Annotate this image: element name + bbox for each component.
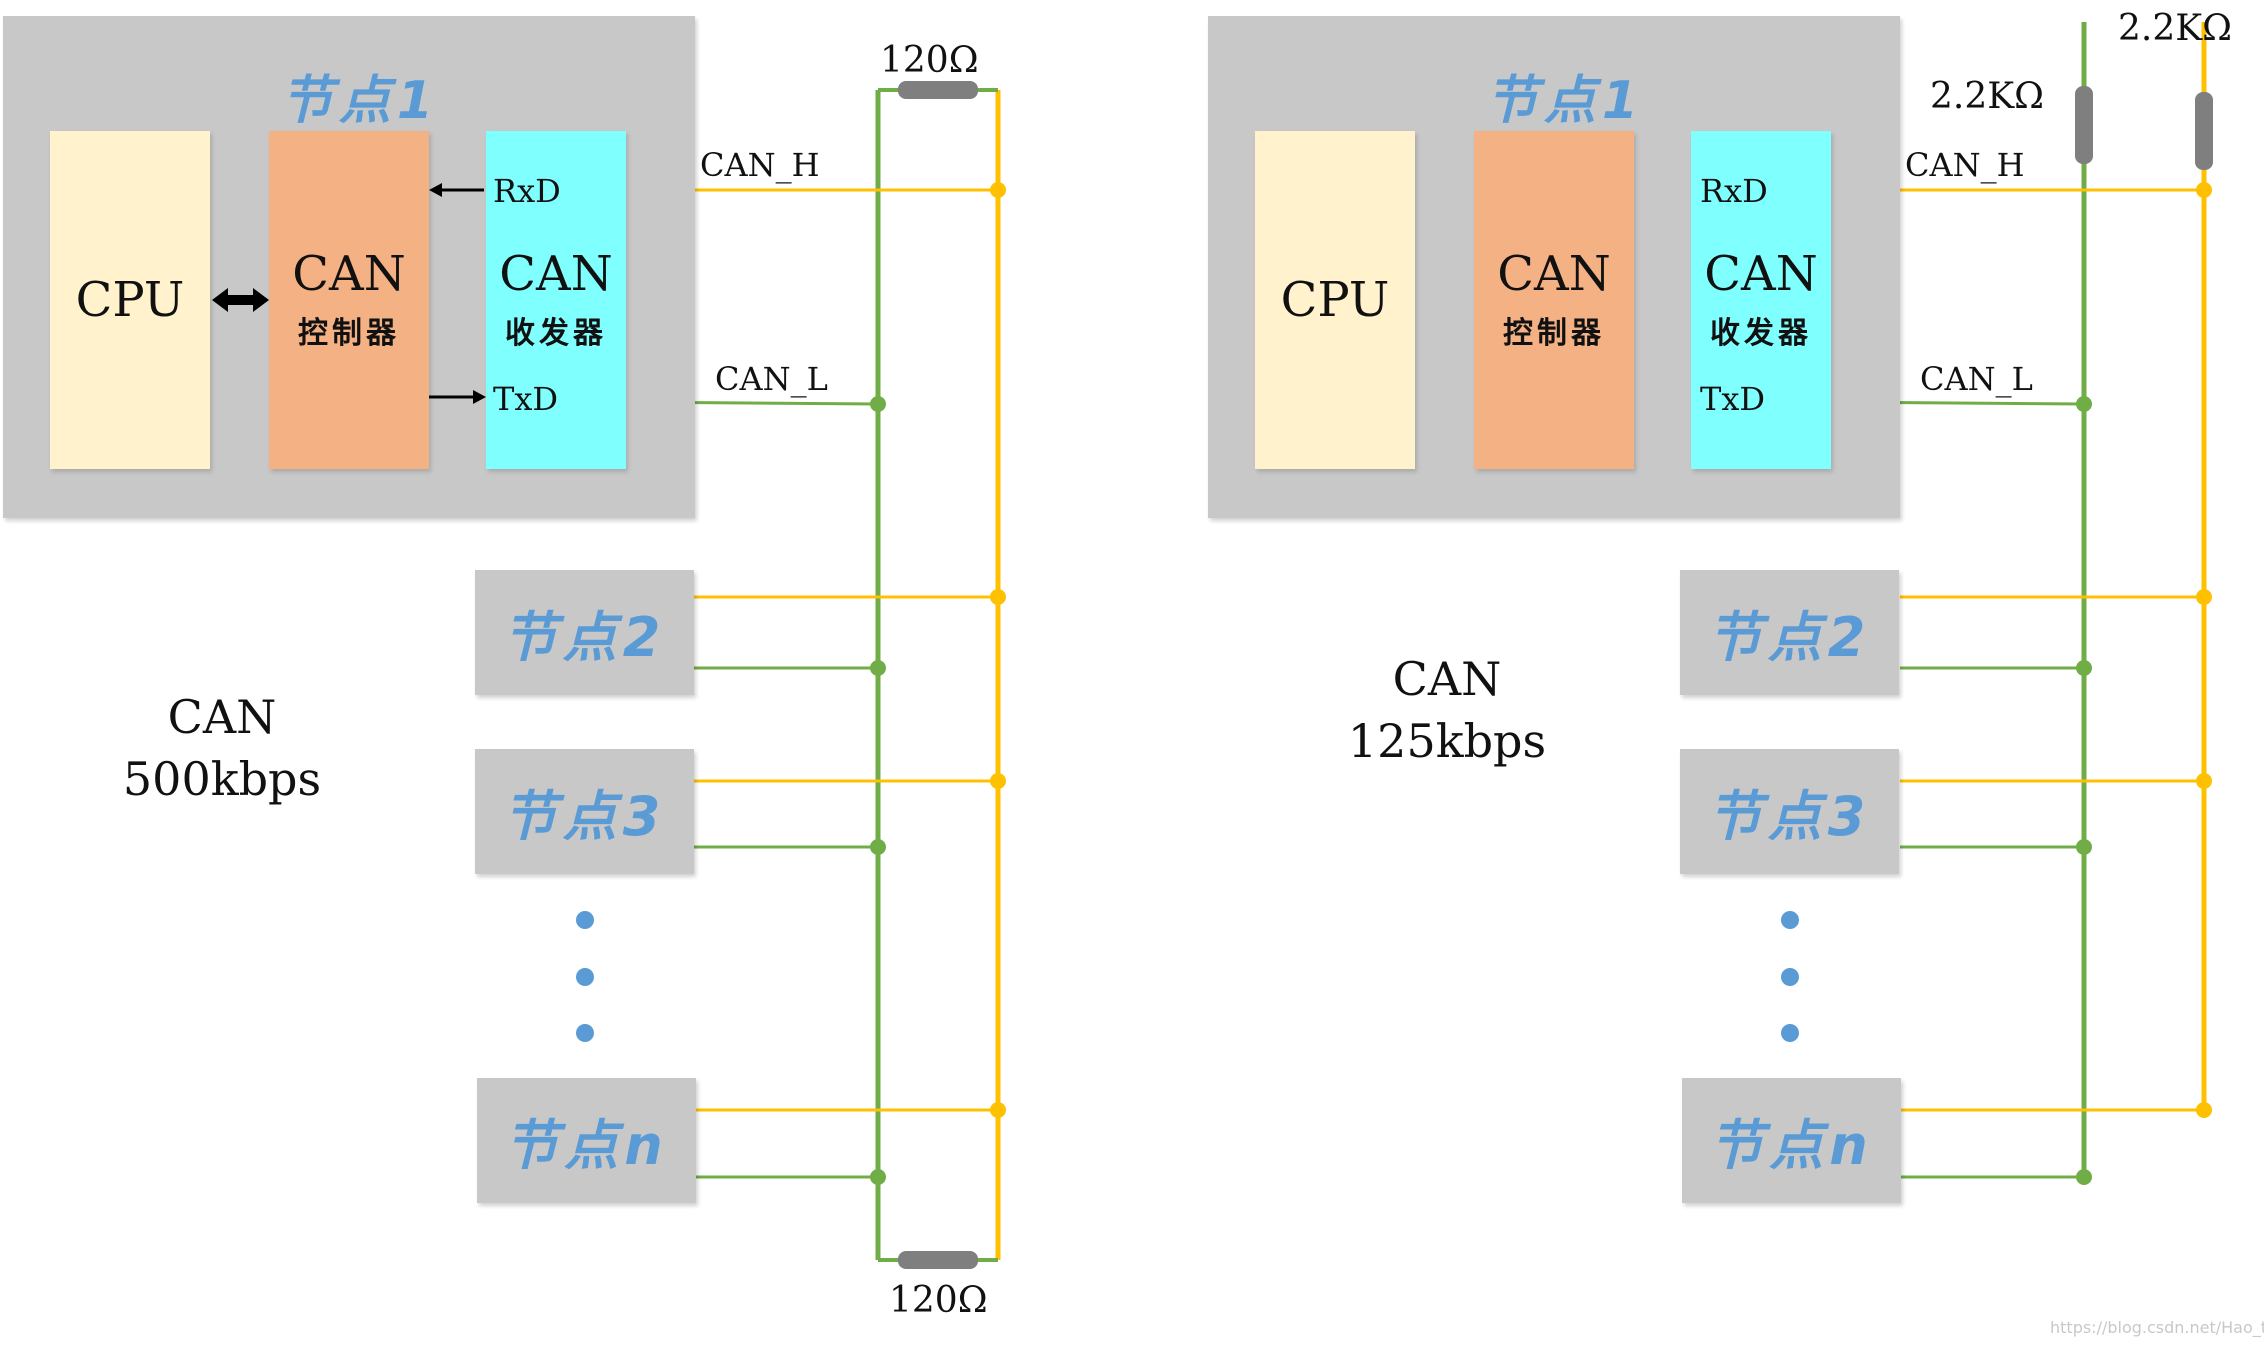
left-node1-title: 节点1: [280, 71, 440, 131]
right-can-l-label: CAN_L: [1920, 360, 2033, 398]
left-top-resistor: [898, 81, 978, 99]
right-resistor-1: [2075, 86, 2093, 164]
right-rxd-label: RxD: [1700, 172, 1768, 210]
left-bus-wiring: [624, 81, 1006, 1269]
right-node1-title: 节点1: [1485, 71, 1645, 131]
right-bus-wiring: [1829, 22, 2213, 1185]
left-can-controller: CAN 控制器: [269, 131, 429, 469]
right-can-transceiver: CAN 收发器: [1691, 131, 1831, 469]
left-can-l-label: CAN_L: [715, 360, 828, 398]
left-top-resistor-label: 120Ω: [880, 40, 979, 81]
left-noden-box: 节点n: [477, 1078, 696, 1203]
right-speed-label: CAN 125kbps: [1347, 652, 1547, 769]
left-double-arrow: [212, 288, 269, 312]
left-bottom-resistor-label: 120Ω: [889, 1280, 988, 1321]
right-txd-label: TxD: [1700, 380, 1766, 418]
left-speed-label: CAN 500kbps: [122, 690, 322, 807]
right-can-h-label: CAN_H: [1905, 146, 2025, 184]
right-resistor-2: [2195, 92, 2213, 170]
watermark: https://blog.csdn.net/Hao_top: [2050, 1318, 2264, 1337]
left-rxd-label: RxD: [493, 172, 561, 210]
left-node3-box: 节点3: [475, 749, 694, 874]
right-node2-box: 节点2: [1680, 570, 1899, 695]
left-node2-box: 节点2: [475, 570, 694, 695]
right-node3-box: 节点3: [1680, 749, 1899, 874]
right-resistor-1-label: 2.2KΩ: [1930, 76, 2044, 117]
left-ellipsis-dots: [576, 911, 594, 1042]
left-cpu-block: CPU: [50, 131, 210, 469]
left-txd-label: TxD: [493, 380, 559, 418]
left-can-transceiver: CAN 收发器: [486, 131, 626, 469]
right-can-controller: CAN 控制器: [1474, 131, 1634, 469]
right-cpu-block: CPU: [1255, 131, 1415, 469]
left-bottom-resistor: [898, 1251, 978, 1269]
right-resistor-2-label: 2.2KΩ: [2118, 8, 2232, 49]
right-noden-box: 节点n: [1682, 1078, 1901, 1203]
left-can-h-label: CAN_H: [700, 146, 820, 184]
right-ellipsis-dots: [1781, 911, 1799, 1042]
